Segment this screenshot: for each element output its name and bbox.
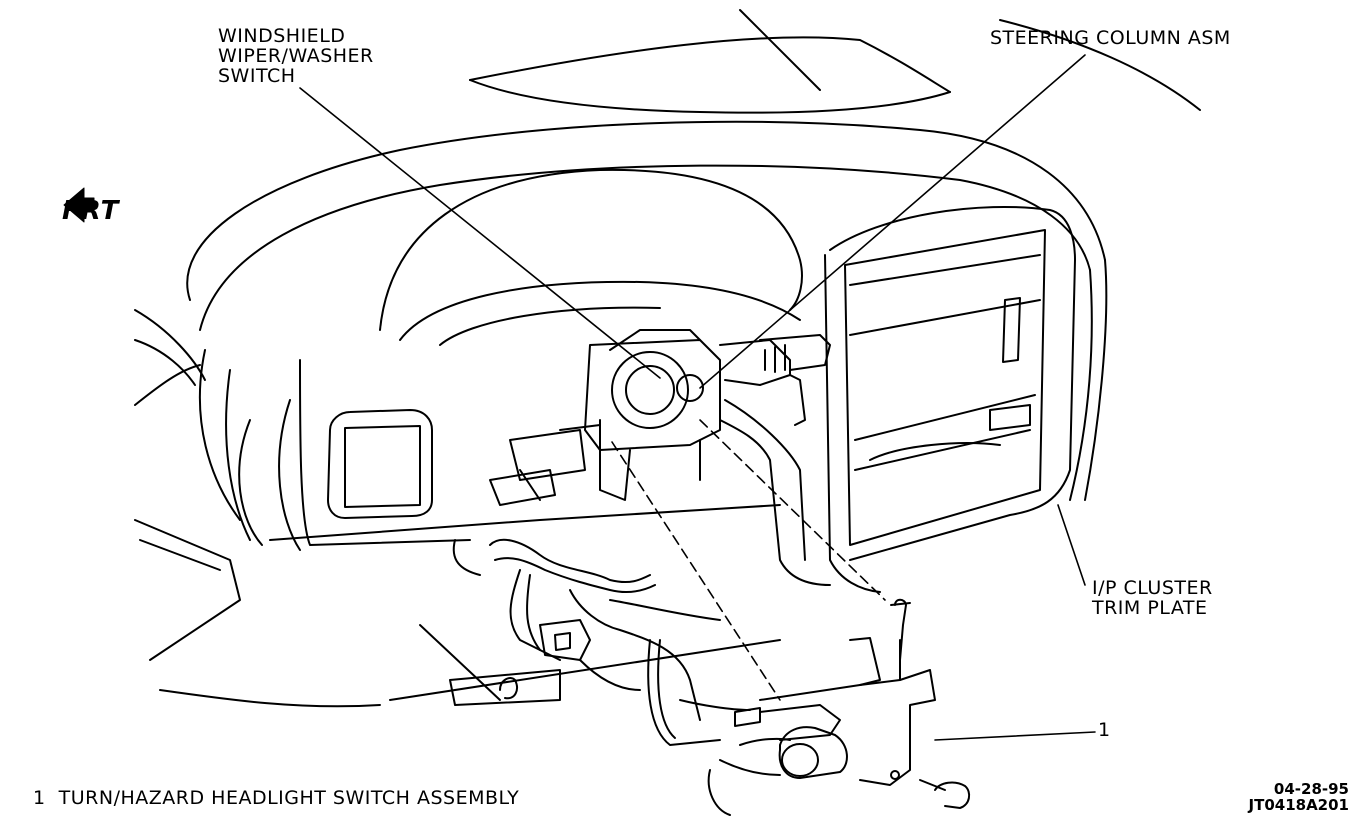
drawing-date: 04-28-95 [1273, 780, 1349, 798]
windshield-outline [469, 9, 1201, 114]
legend-item-1: 1 TURN/HAZARD HEADLIGHT SWITCH ASSEMBLY [33, 787, 520, 809]
label-steering-column-asm: STEERING COLUMN ASM [990, 27, 1231, 49]
lower-dash [269, 504, 781, 706]
steering-column-assembly [489, 329, 831, 586]
door-panel [134, 309, 381, 708]
label-windshield-wiper-washer-switch: WINDSHIELD WIPER/WASHER SWITCH [218, 25, 374, 87]
front-indicator-label: FRT [62, 196, 120, 226]
wiring-harness [489, 538, 751, 746]
label-ip-cluster-trim-plate: I/P CLUSTER TRIM PLATE [1092, 577, 1213, 619]
callout-number-1: 1 [1098, 719, 1111, 741]
cluster-hood [379, 168, 803, 346]
dash-top-pad [186, 120, 1108, 501]
drawing-code: JT0418A201 [1248, 796, 1349, 814]
leader-lines [299, 54, 1096, 741]
left-dash-section [198, 349, 471, 551]
front-arrow-icon [63, 187, 95, 223]
turn-hazard-switch-assembly [707, 598, 971, 816]
cluster-trim-plate [824, 205, 1076, 593]
